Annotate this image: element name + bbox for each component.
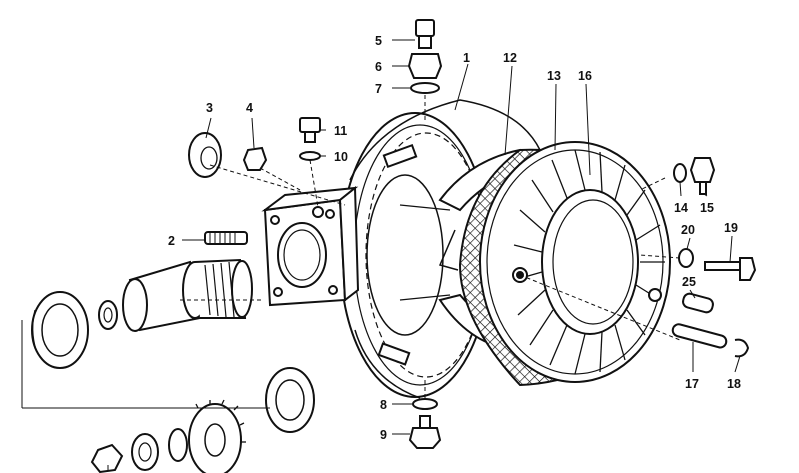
- callout-3: 3: [206, 101, 213, 115]
- callout-19: 19: [724, 221, 738, 235]
- brake-drum: [458, 141, 671, 387]
- callout-2: 2: [168, 234, 175, 248]
- callout-14: 14: [674, 201, 688, 215]
- callout-17: 17: [685, 377, 699, 391]
- final-drive-housing: [261, 185, 360, 307]
- callout-25: 25: [682, 275, 696, 289]
- callout-labels: 5 6 7 1 12 13 16 3 4 11 10 2 14 15 20 19…: [168, 34, 741, 442]
- callout-9: 9: [380, 428, 387, 442]
- callout-13: 13: [547, 69, 561, 83]
- callout-1: 1: [463, 51, 470, 65]
- pinion-assembly: [31, 258, 253, 369]
- callout-16: 16: [578, 69, 592, 83]
- callout-6: 6: [375, 60, 382, 74]
- callout-11: 11: [334, 124, 347, 138]
- callout-7: 7: [375, 82, 382, 96]
- callout-12: 12: [503, 51, 517, 65]
- callout-8: 8: [380, 398, 387, 412]
- callout-5: 5: [375, 34, 382, 48]
- leader-lines: [21, 39, 741, 470]
- fasteners: [188, 19, 757, 449]
- callout-20: 20: [681, 223, 695, 237]
- callout-18: 18: [727, 377, 741, 391]
- callout-15: 15: [700, 201, 714, 215]
- callout-4: 4: [246, 101, 253, 115]
- ring-gear-stack: [90, 367, 315, 473]
- callout-10: 10: [334, 150, 348, 164]
